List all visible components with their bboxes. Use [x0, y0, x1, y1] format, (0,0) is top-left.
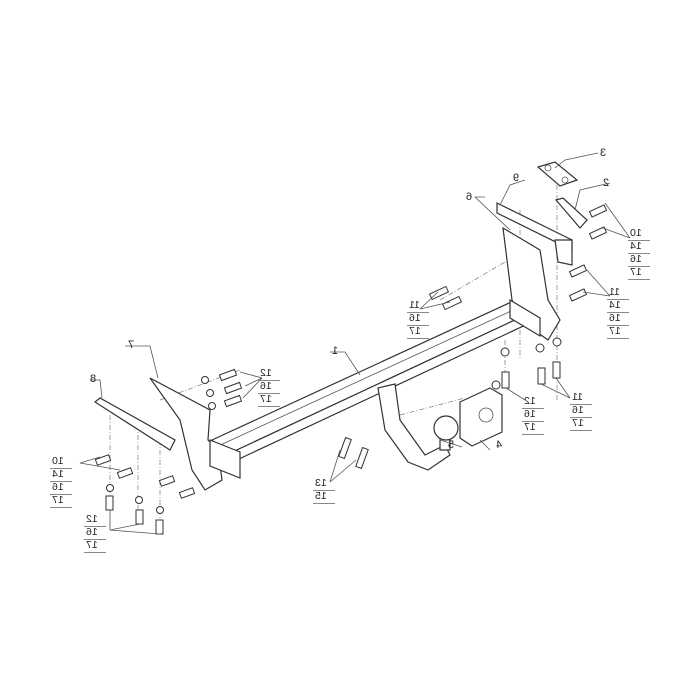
right-end-plate: [509, 298, 541, 338]
socket-plate-4: [459, 387, 503, 447]
callout-1: 1: [332, 345, 339, 357]
callout-3: 3: [600, 147, 607, 159]
plate-3: [536, 161, 579, 187]
callout-2: 2: [603, 177, 610, 189]
callout-6: 6: [466, 191, 473, 203]
bracket-8: [93, 397, 176, 451]
left-end-plate: [209, 439, 241, 479]
callout-5: 5: [448, 439, 455, 451]
leader-lines: [79, 152, 631, 535]
callout-7: 7: [128, 339, 135, 351]
callout-9: 9: [513, 172, 520, 184]
tow-ball: [433, 415, 459, 441]
callout-4: 4: [496, 439, 503, 451]
callout-8: 8: [90, 373, 97, 385]
bolts: [94, 204, 608, 535]
plate-2: [554, 197, 588, 229]
left-bracket-7: [149, 377, 223, 491]
